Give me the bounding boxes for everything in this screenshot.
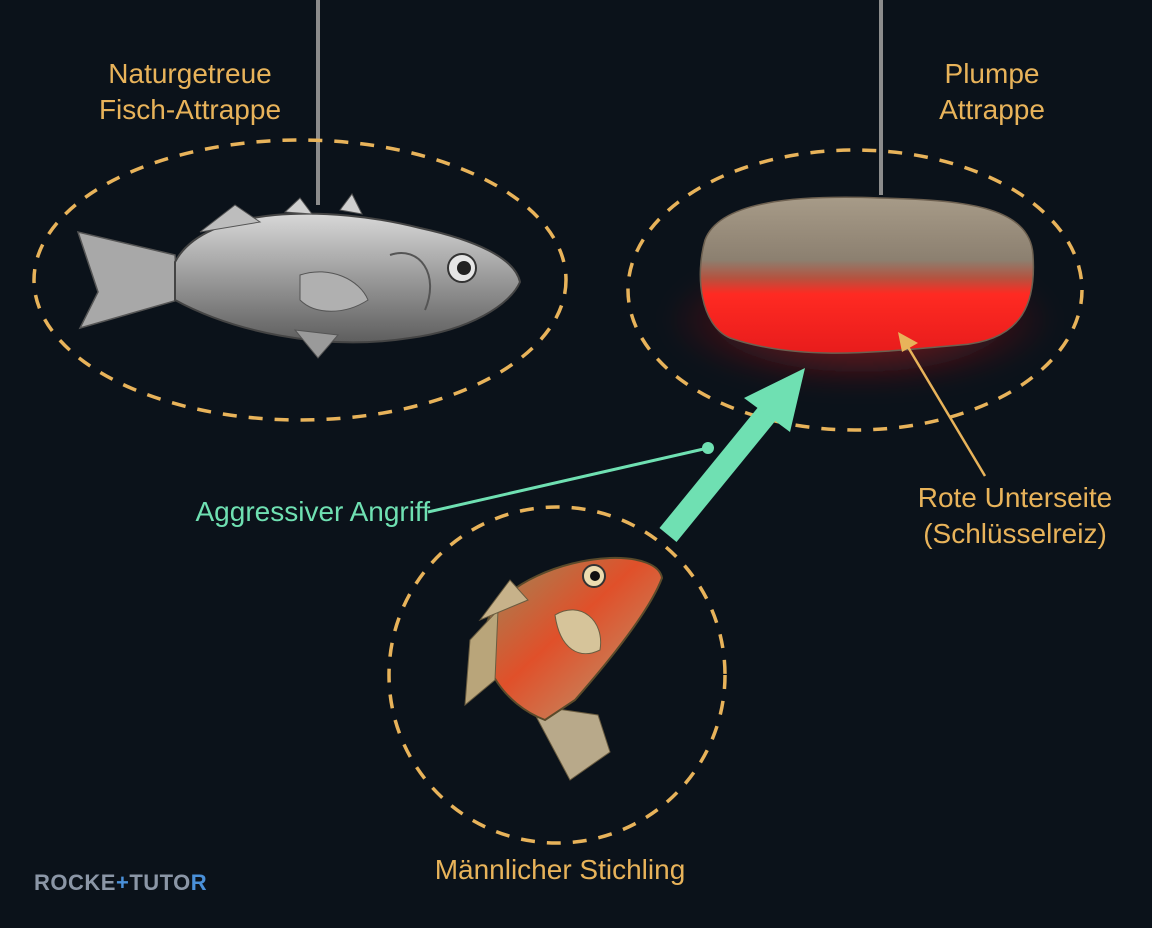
realistic-fish-dummy-icon — [76, 193, 522, 359]
ellipse-blob — [626, 148, 1084, 432]
attack-label-pointer-dot — [702, 442, 714, 454]
label-realistic-dummy: Naturgetreue Fisch-Attrappe — [98, 58, 282, 125]
brand-logo: ROCKE+TUTOR — [34, 870, 207, 896]
pointer-red-underside — [903, 341, 987, 477]
blob-dummy-icon — [665, 196, 1055, 390]
brand-part3: TUTO — [129, 870, 191, 895]
label-blob-dummy: Plumpe Attrappe — [939, 58, 1045, 125]
brand-part2: + — [115, 870, 130, 895]
attack-label-pointer — [427, 446, 709, 514]
stickleback-fish-icon — [464, 556, 664, 781]
ellipse-realistic — [32, 138, 568, 422]
brand-part4: R — [190, 870, 208, 895]
label-red-underside: Rote Unterseite (Schlüsselreiz) — [917, 482, 1113, 549]
brand-part1: ROCKE — [34, 870, 116, 895]
pointer-red-underside-head — [898, 332, 918, 352]
attack-arrow-head — [744, 368, 805, 432]
attack-arrow-shaft — [659, 403, 779, 542]
label-aggressive-attack: Aggressiver Angriff — [195, 496, 431, 527]
label-male-stickleback: Männlicher Stichling — [434, 854, 686, 885]
circle-male — [387, 505, 727, 845]
